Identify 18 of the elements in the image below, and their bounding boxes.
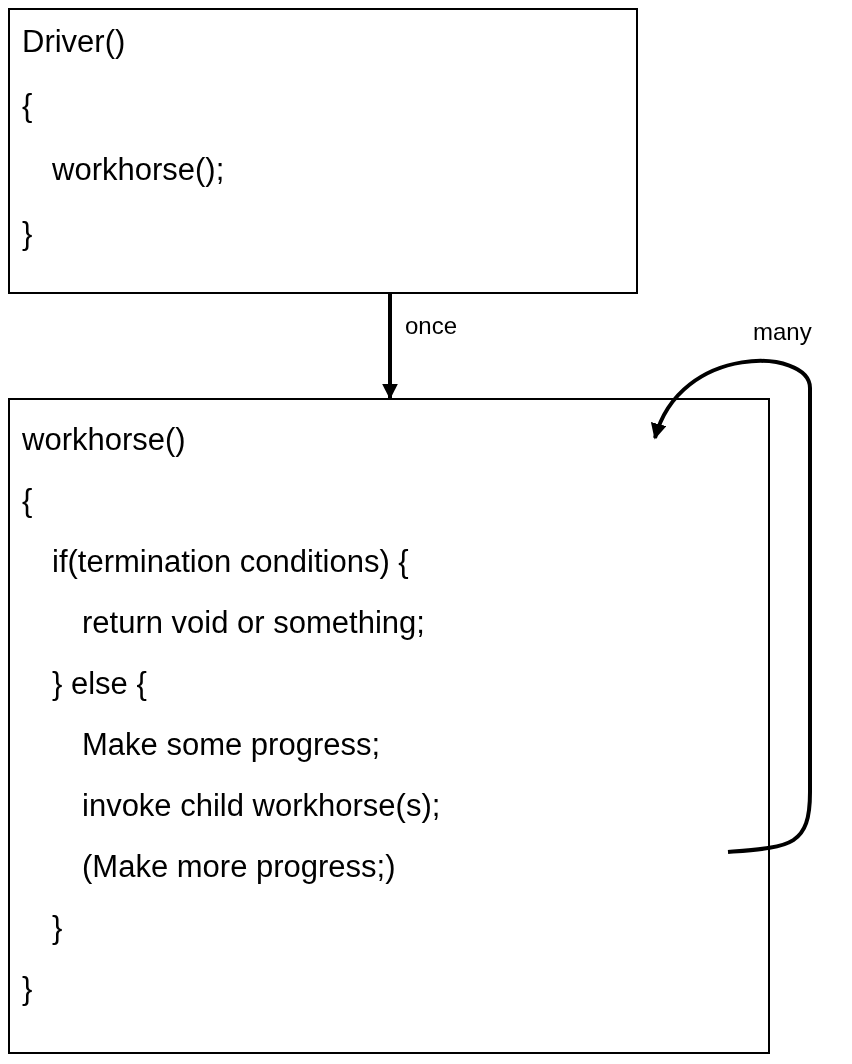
code-line: invoke child workhorse(s); <box>82 788 441 824</box>
code-line: { <box>22 88 33 124</box>
code-line: workhorse(); <box>52 152 225 188</box>
code-line: } <box>52 910 63 946</box>
code-line: Driver() <box>22 24 126 60</box>
code-line: workhorse() <box>22 422 186 458</box>
code-line: } <box>22 216 33 252</box>
code-box <box>8 8 638 294</box>
code-line: } <box>22 971 33 1007</box>
arrow <box>382 294 398 400</box>
code-line: return void or something; <box>82 605 425 641</box>
code-line: } else { <box>52 666 147 702</box>
code-line: (Make more progress;) <box>82 849 396 885</box>
code-line: if(termination conditions) { <box>52 544 409 580</box>
code-box <box>8 398 770 1054</box>
code-line: Make some progress; <box>82 727 381 763</box>
arrow <box>652 359 812 854</box>
code-line: { <box>22 483 33 519</box>
